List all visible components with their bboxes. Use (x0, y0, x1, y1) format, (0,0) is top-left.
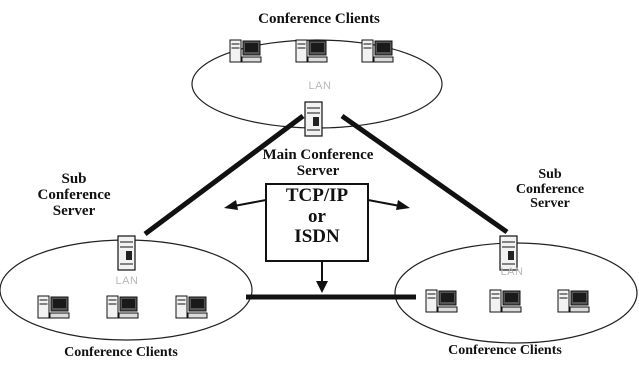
protocol-box (265, 183, 369, 262)
protocol-label: TCP/IP or ISDN (268, 185, 366, 248)
right-clients-label: Conference Clients (448, 343, 562, 358)
link-main-to-left-server (143, 113, 305, 237)
link-main-to-right-server (340, 113, 509, 235)
left-client-2-icon (106, 295, 139, 319)
arrow-right-head (396, 200, 410, 210)
right-server-label-line3: Server (530, 196, 570, 212)
arrow-down-head (316, 281, 328, 293)
left-client-3-icon (175, 295, 208, 319)
arrow-left (233, 199, 267, 207)
left-server-label-line2: Conference (37, 186, 111, 203)
protocol-line-tcpip: TCP/IP (285, 185, 349, 206)
right-sub-server-label: Sub Conference Server (500, 167, 600, 212)
right-server-label-line1: Sub (538, 167, 562, 182)
top-client-2-icon (295, 39, 328, 63)
top-client-1-icon (229, 39, 262, 63)
main-server-label-text: Main Conference Server (262, 147, 374, 179)
arrow-left-head (224, 200, 238, 210)
right-client-3-icon (557, 289, 590, 313)
right-client-2-icon (489, 289, 522, 313)
protocol-line-or: or (308, 205, 326, 227)
left-client-1-icon (37, 295, 70, 319)
left-clients-label: Conference Clients (64, 345, 178, 360)
main-server-label: Main Conference Server (248, 147, 388, 180)
left-lan-label: LAN (115, 275, 139, 287)
left-server-label-line1: Sub (61, 171, 87, 187)
protocol-line-isdn: ISDN (294, 226, 340, 248)
right-lan-label: LAN (500, 266, 524, 278)
left-sub-server-label: Sub Conference Server (24, 171, 124, 219)
top-lan-label: LAN (308, 80, 332, 92)
right-client-1-icon (425, 289, 458, 313)
arrow-right (367, 199, 401, 207)
left-server-label-line3: Server (52, 202, 96, 219)
right-sub-server-icon (499, 235, 518, 271)
right-server-label-line2: Conference (515, 181, 585, 197)
top-clients-label: Conference Clients (258, 11, 380, 27)
top-client-3-icon (361, 39, 394, 63)
left-sub-server-icon (117, 235, 136, 271)
main-server-icon (304, 101, 323, 137)
